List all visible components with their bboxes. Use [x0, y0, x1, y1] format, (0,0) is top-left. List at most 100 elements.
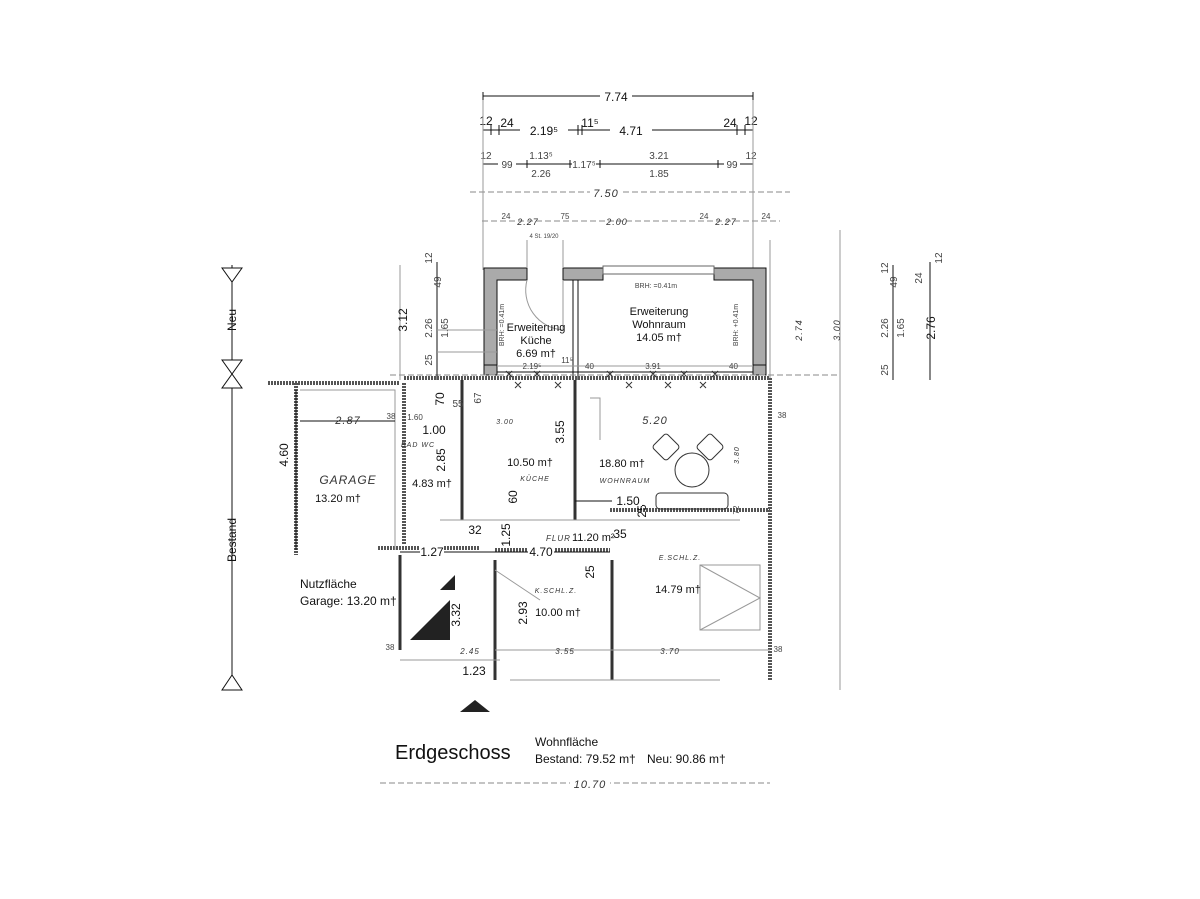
dim: 3.80 [734, 446, 741, 464]
dim: 2.19⁵ [530, 124, 558, 138]
dim: 2.27 [516, 217, 539, 227]
room-bad-area: 4.83 m† [412, 478, 452, 490]
dim: 3.91 [645, 362, 661, 371]
dim: 49 [889, 276, 900, 288]
dim: 3.55 [555, 647, 575, 656]
dim: 2.26 [531, 169, 551, 180]
dim: 49 [433, 276, 444, 288]
ext-living-name1: Erweiterung [630, 306, 689, 318]
room-kueche-area: 10.50 m† [507, 457, 553, 469]
dim: 11⁵ [561, 356, 573, 365]
nutzflaeche-garage: Garage: 13.20 m† [300, 594, 397, 608]
dim: 75 [561, 212, 570, 221]
dim: 1.65 [440, 318, 451, 338]
dim: 12 [934, 252, 945, 264]
label-bestand: Bestand [225, 518, 239, 562]
dim: 2.26 [424, 318, 435, 338]
dim: 38 [386, 643, 395, 652]
dim: 70 [433, 392, 447, 406]
dim: 3.21 [649, 151, 669, 162]
existing-plan: 2.87 4.60 GARAGE 13.20 m† 38 1.60 1.00 B… [268, 376, 787, 712]
room-bad-name: BAD WC [401, 442, 435, 449]
dim-old-total: 7.50 [593, 188, 618, 200]
dim: 2.93 [516, 601, 530, 625]
plan-title: Erdgeschoss [395, 742, 511, 764]
dim: 55 [452, 399, 464, 410]
dim: 3.70 [660, 647, 680, 656]
dim: 1.25 [499, 523, 513, 547]
room-eschl-name: E.SCHL.Z. [659, 555, 701, 562]
dim: 25 [424, 354, 435, 366]
dim: 4.71 [619, 124, 643, 138]
room-flur-name: FLUR [546, 534, 571, 543]
dim: 38 [778, 411, 787, 420]
dim: 67 [473, 392, 484, 404]
dim: 72 [732, 505, 741, 514]
dim: 99 [726, 160, 738, 171]
wohnflaeche-neu: Neu: 90.86 m† [647, 752, 726, 766]
dim: 1.27 [420, 545, 444, 559]
dim: 2.85 [434, 448, 448, 472]
dim: 1.17⁵ [572, 160, 596, 171]
dim: 32 [468, 523, 482, 537]
dim: 38 [387, 412, 396, 421]
dim: 40 [729, 362, 738, 371]
dim: 2.74 [794, 319, 804, 342]
dim: 2.45 [459, 647, 480, 656]
dim: 1.65 [896, 318, 907, 338]
dim: 12 [745, 151, 757, 162]
dim: 2.27 [714, 217, 737, 227]
dim: 24 [723, 116, 737, 130]
dim: 25 [583, 565, 597, 579]
wohnflaeche-bestand: Bestand: 79.52 m† [535, 752, 636, 766]
room-kueche-name: KÜCHE [520, 475, 550, 483]
dim: 5.20 [642, 415, 667, 427]
dim: 24 [914, 272, 925, 284]
dim: 1.85 [649, 169, 669, 180]
dim: 4.60 [277, 443, 291, 467]
dim: 25 [635, 504, 649, 518]
dim: 3.00 [496, 419, 514, 426]
ext-living-area: 14.05 m† [636, 332, 682, 344]
dim: 12 [479, 114, 493, 128]
label-neu: Neu [225, 309, 239, 331]
dim: 99 [501, 160, 513, 171]
dim: 35 [613, 527, 627, 541]
nutzflaeche-label: Nutzfläche [300, 577, 357, 591]
ext-kitchen-area: 6.69 m† [516, 348, 556, 360]
dim: 24 [762, 212, 771, 221]
dim: 1.60 [407, 413, 423, 422]
side-dimensions: Neu Bestand 3.12 12 49 2.26 1.65 25 2.74… [221, 252, 945, 691]
dim: 2.87 [334, 415, 360, 427]
ext-kitchen-name1: Erweiterung [507, 322, 566, 334]
dim: 2.76 [924, 316, 938, 340]
dim: 12 [880, 262, 891, 274]
dim: 11⁵ [581, 116, 598, 130]
dim: 25 [880, 364, 891, 376]
room-kschl-name: K.SCHL.Z. [535, 588, 577, 595]
dim: 3.32 [449, 603, 463, 627]
extension: Erweiterung Küche 6.69 m† Erweiterung Wo… [390, 240, 840, 389]
room-wohnraum-name: WOHNRAUM [600, 478, 651, 485]
dim: 38 [774, 645, 783, 654]
brh-note: BRH: =0.41m [499, 304, 506, 346]
dim: 24 [700, 212, 709, 221]
dim: 2.26 [880, 318, 891, 338]
ext-kitchen-name2: Küche [520, 335, 551, 347]
dim: 12 [744, 114, 758, 128]
room-wohnraum-area: 18.80 m† [599, 458, 645, 470]
dim: 2.00 [605, 217, 628, 227]
dim: 1.13⁵ [529, 151, 553, 162]
brh-note: BRH: =0.41m [635, 283, 677, 290]
wohnflaeche-label: Wohnfläche [535, 735, 598, 749]
dim: 1.50 [616, 494, 640, 508]
dim: 4.70 [529, 545, 553, 559]
dim: 2.19⁵ [523, 362, 542, 371]
dim: 1.23 [462, 664, 486, 678]
dim: 60 [506, 490, 520, 504]
room-eschl-area: 14.79 m† [655, 584, 701, 596]
dim: 40 [585, 362, 594, 371]
dim: 24 [500, 116, 514, 130]
room-flur-area: 11.20 m² [572, 532, 615, 544]
